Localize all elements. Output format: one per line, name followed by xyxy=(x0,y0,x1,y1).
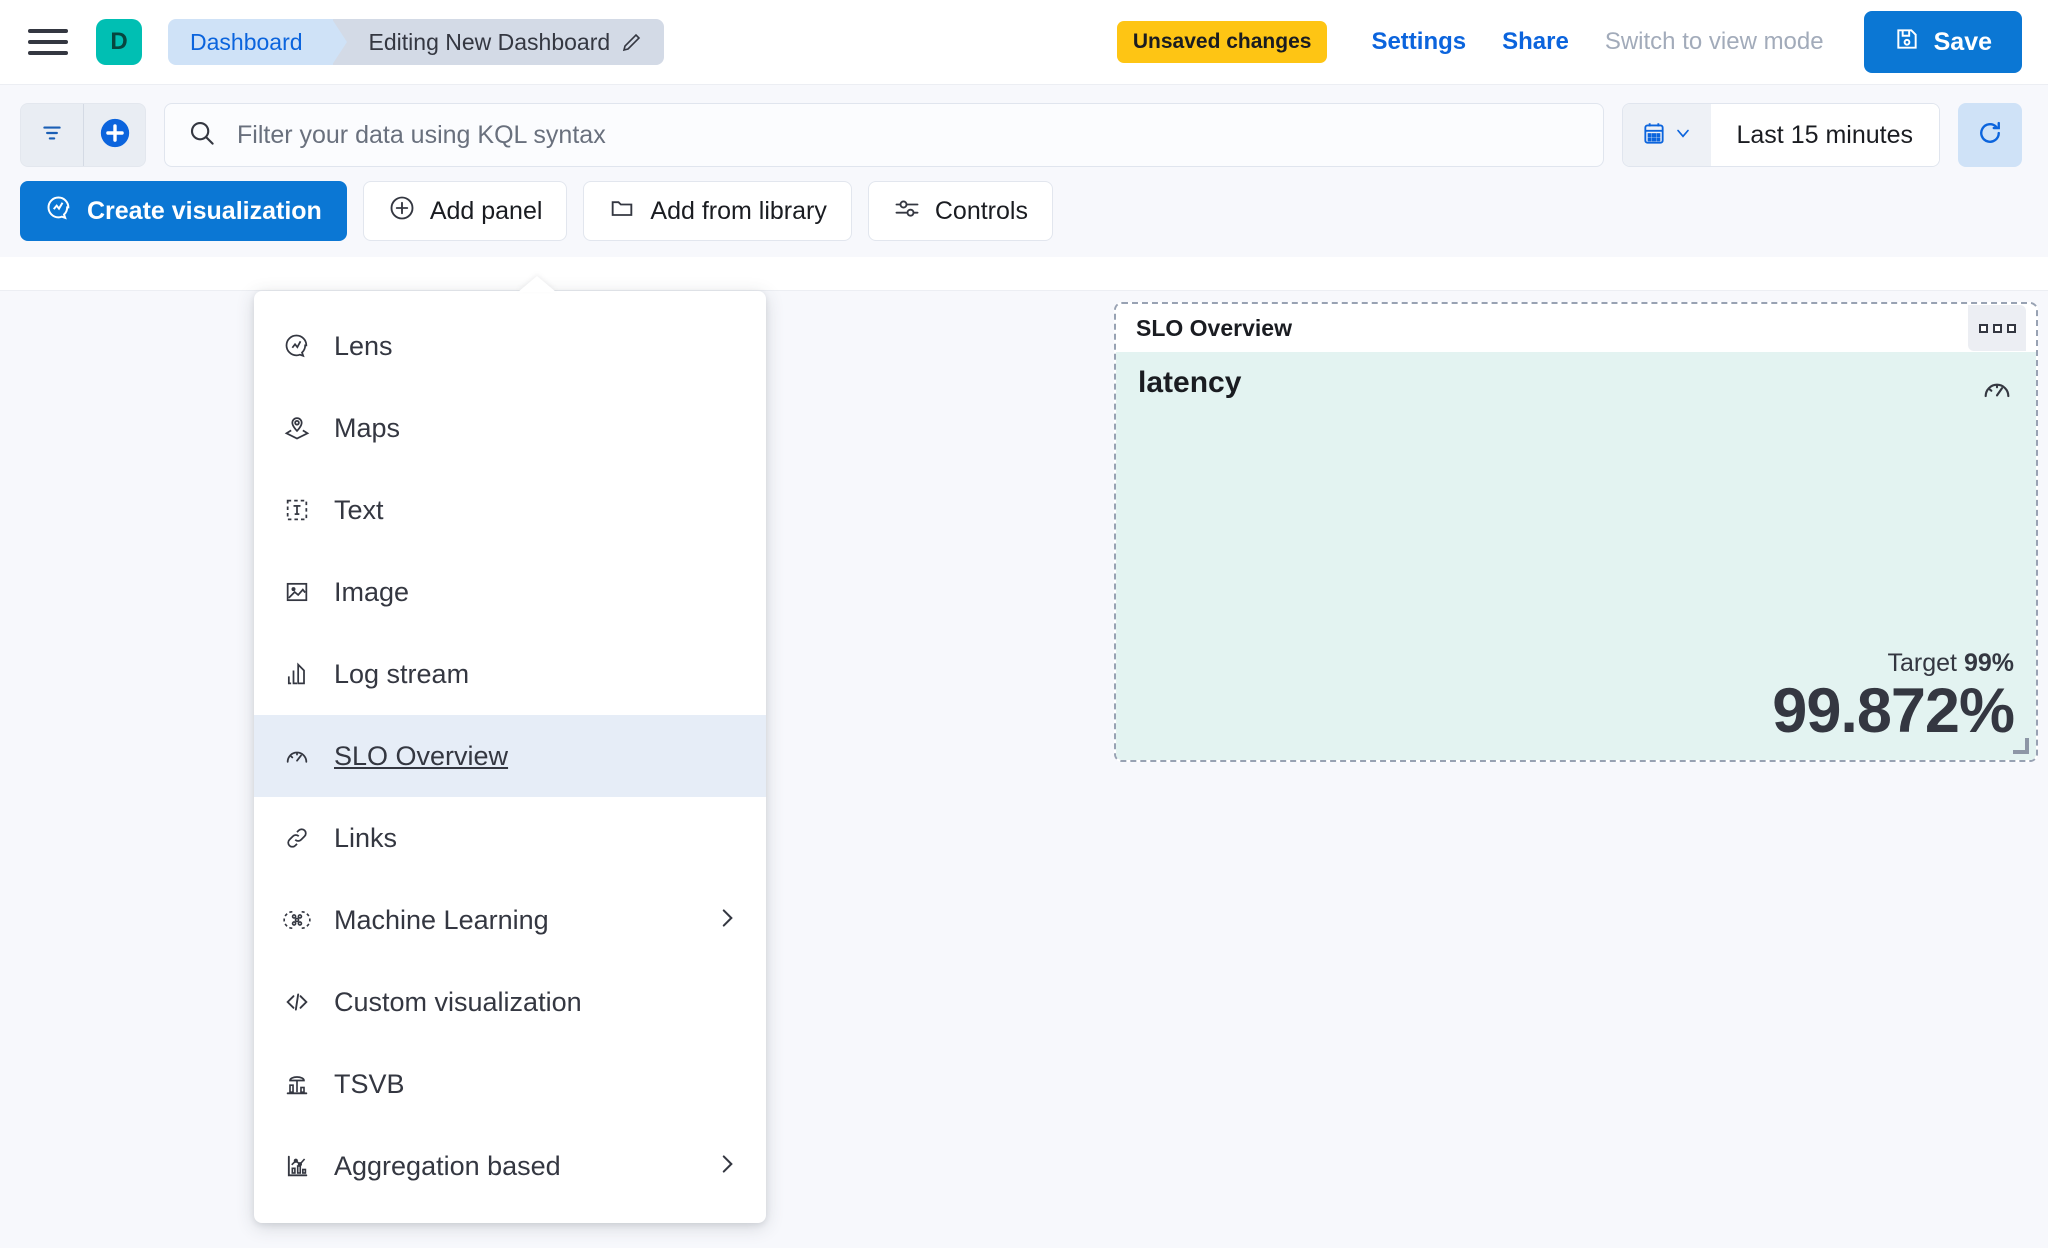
menu-item-label: Lens xyxy=(334,330,393,361)
slo-overview-panel[interactable]: SLO Overview latency Target xyxy=(1114,302,2038,762)
panel-menu-dot xyxy=(1992,323,2002,333)
menu-item-slo-overview[interactable]: SLO Overview xyxy=(254,715,766,797)
create-visualization-label: Create visualization xyxy=(87,196,322,225)
menu-item-aggregation-based[interactable]: Aggregation based xyxy=(254,1125,766,1207)
menu-item-label: Text xyxy=(334,494,384,525)
panel-resize-handle[interactable] xyxy=(2013,738,2029,754)
text-icon xyxy=(282,495,312,525)
menu-item-label: Links xyxy=(334,822,398,853)
breadcrumb-editing-dashboard[interactable]: Editing New Dashboard xyxy=(332,19,665,65)
chevron-right-icon xyxy=(714,905,740,936)
chevron-down-icon xyxy=(1673,123,1693,148)
menu-item-log-stream[interactable]: Log stream xyxy=(254,633,766,715)
calendar-icon xyxy=(1641,120,1667,151)
unsaved-changes-badge[interactable]: Unsaved changes xyxy=(1116,21,1328,63)
dashboard-canvas: Lens Maps Text xyxy=(0,276,2048,1248)
slo-metrics: Target 99% 99.872% xyxy=(1772,649,2015,746)
code-icon xyxy=(282,987,312,1017)
dashboard-edit-toolbar: Create visualization Add panel Add from … xyxy=(0,181,2048,257)
add-filter-button[interactable] xyxy=(83,104,145,166)
chevron-right-icon xyxy=(714,1151,740,1182)
add-panel-button[interactable]: Add panel xyxy=(362,181,568,241)
link-icon xyxy=(282,823,312,853)
save-button[interactable]: Save xyxy=(1863,11,2022,73)
breadcrumb-dashboard[interactable]: Dashboard xyxy=(168,19,347,65)
add-from-library-button[interactable]: Add from library xyxy=(583,181,852,241)
menu-hamburger-icon[interactable] xyxy=(28,21,70,63)
menu-item-label: Maps xyxy=(334,412,401,443)
search-icon xyxy=(187,118,217,153)
log-stream-icon xyxy=(282,659,312,689)
create-visualization-button[interactable]: Create visualization xyxy=(20,181,347,241)
menu-item-maps[interactable]: Maps xyxy=(254,387,766,469)
filter-icon xyxy=(39,120,65,151)
popover-arrow xyxy=(518,276,556,292)
slo-target-label: Target xyxy=(1887,648,1957,677)
menu-item-machine-learning[interactable]: Machine Learning xyxy=(254,879,766,961)
menu-item-label: Aggregation based xyxy=(334,1150,561,1181)
menu-item-custom-visualization[interactable]: Custom visualization xyxy=(254,961,766,1043)
aggregation-icon xyxy=(282,1151,312,1181)
add-panel-menu: Lens Maps Text xyxy=(254,276,766,1223)
menu-item-image[interactable]: Image xyxy=(254,551,766,633)
breadcrumb: Dashboard Editing New Dashboard xyxy=(168,19,665,65)
plus-circle-outline-icon xyxy=(388,194,416,229)
menu-item-label: Custom visualization xyxy=(334,986,582,1017)
refresh-icon xyxy=(1975,118,2005,153)
save-icon xyxy=(1894,26,1920,59)
menu-item-lens[interactable]: Lens xyxy=(254,305,766,387)
maps-icon xyxy=(282,413,312,443)
filter-group xyxy=(20,103,146,167)
query-bar: Filter your data using KQL syntax Last 1… xyxy=(0,84,2048,181)
panel-menu-dot xyxy=(1978,323,1988,333)
image-icon xyxy=(282,577,312,607)
slo-name: latency xyxy=(1138,366,1242,399)
folder-icon xyxy=(608,194,636,229)
panel-title: SLO Overview xyxy=(1136,314,1292,341)
slo-target: Target 99% xyxy=(1772,649,2014,678)
menu-item-text[interactable]: Text xyxy=(254,469,766,551)
refresh-button[interactable] xyxy=(1958,103,2022,167)
tsvb-icon xyxy=(282,1069,312,1099)
menu-item-links[interactable]: Links xyxy=(254,797,766,879)
plus-circle-icon xyxy=(98,116,132,155)
space-avatar[interactable]: D xyxy=(96,19,142,65)
lens-icon xyxy=(282,331,312,361)
pencil-icon[interactable] xyxy=(620,30,644,54)
header-actions: Unsaved changes Settings Share Switch to… xyxy=(1116,11,2022,73)
menu-item-label: SLO Overview xyxy=(334,740,509,771)
menu-item-label: Machine Learning xyxy=(334,904,549,935)
slo-sli-value: 99.872% xyxy=(1772,675,2015,746)
save-button-label: Save xyxy=(1933,27,1992,56)
menu-item-label: Image xyxy=(334,576,410,607)
controls-sliders-icon xyxy=(893,194,921,229)
app-header: D Dashboard Editing New Dashboard Unsave… xyxy=(0,0,2048,84)
filter-options-button[interactable] xyxy=(21,104,83,166)
breadcrumb-editing-label: Editing New Dashboard xyxy=(368,28,611,55)
search-input[interactable]: Filter your data using KQL syntax xyxy=(237,120,606,149)
menu-item-label: TSVB xyxy=(334,1068,405,1099)
add-panel-label: Add panel xyxy=(429,196,543,225)
panel-menu-dot xyxy=(2006,323,2016,333)
slo-panel-body: latency Target 99% 99.872% xyxy=(1116,352,2036,760)
lens-icon xyxy=(45,194,73,229)
gauge-icon xyxy=(1980,372,2014,411)
share-link[interactable]: Share xyxy=(1502,28,1569,55)
add-from-library-label: Add from library xyxy=(650,196,827,225)
controls-label: Controls xyxy=(934,196,1028,225)
search-input-wrapper[interactable]: Filter your data using KQL syntax xyxy=(164,103,1604,167)
panel-header: SLO Overview xyxy=(1116,304,2036,352)
switch-to-view-mode-link[interactable]: Switch to view mode xyxy=(1604,28,1824,55)
panel-context-menu-button[interactable] xyxy=(1968,305,2026,351)
menu-item-label: Log stream xyxy=(334,658,470,689)
date-quick-select-button[interactable] xyxy=(1622,104,1711,166)
time-range-value[interactable]: Last 15 minutes xyxy=(1710,104,1939,166)
date-picker-group: Last 15 minutes xyxy=(1621,103,1940,167)
settings-link[interactable]: Settings xyxy=(1371,28,1467,55)
slo-target-value: 99% xyxy=(1963,648,2014,677)
machine-learning-icon xyxy=(282,905,312,935)
controls-button[interactable]: Controls xyxy=(867,181,1053,241)
gauge-icon xyxy=(282,741,312,771)
menu-item-tsvb[interactable]: TSVB xyxy=(254,1043,766,1125)
